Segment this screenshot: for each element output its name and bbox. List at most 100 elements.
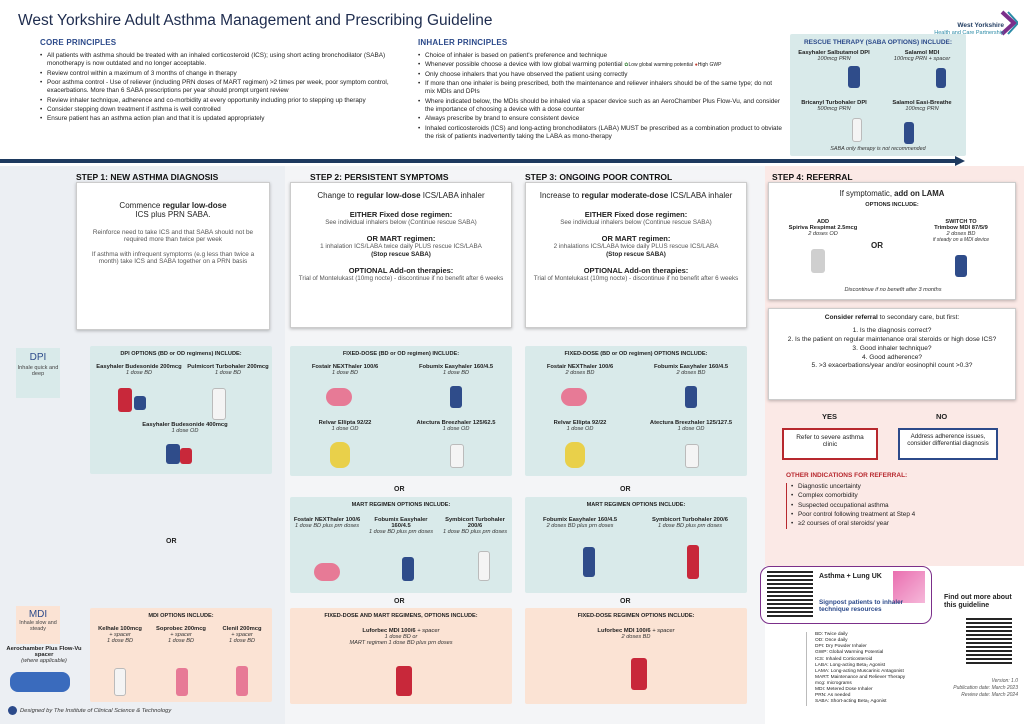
step4-if: If symptomatic, add on LAMA xyxy=(769,189,1015,198)
list-item: Choice of inhaler is based on patient's … xyxy=(418,52,783,61)
or-label: OR xyxy=(166,538,177,545)
page-title: West Yorkshire Adult Asthma Management a… xyxy=(18,12,493,29)
list-item: Ensure patient has an asthma action plan… xyxy=(40,115,405,124)
inhaler-name: Luforbec MDI 100/6 + spacer xyxy=(310,628,492,634)
inhaler-icon xyxy=(904,122,914,144)
logo-line2: Health and Care Partnership xyxy=(934,30,1004,36)
step3-fixed-heading: EITHER Fixed dose regimen: xyxy=(584,210,688,219)
step4-discontinue: Discontinue if no benefit after 3 months xyxy=(844,287,942,293)
other-list: Diagnostic uncertainty Complex comorbidi… xyxy=(786,483,1006,529)
referral-text: to secondary care, but first: xyxy=(879,314,960,321)
inhaler-principles: INHALER PRINCIPLES Choice of inhaler is … xyxy=(418,38,783,142)
glossary-item: ICS: Inhaled Corticosteroid xyxy=(815,656,873,662)
step2-fixed-heading: EITHER Fixed dose regimen: xyxy=(349,210,453,219)
step3-mart-stop: (Stop rescue SABA) xyxy=(606,251,666,258)
glossary: BD: Twice daily OD: Once daily DPI: Dry … xyxy=(806,632,936,706)
qr-code[interactable] xyxy=(966,618,1012,664)
asthma-lung-uk-box[interactable]: Asthma + Lung UK Signpost patients to in… xyxy=(760,566,932,624)
inhaler-name: Relvar Ellipta 92/22 xyxy=(553,420,607,426)
inhaler-dose: 1 dose BD plus prn doses xyxy=(368,529,434,535)
list-item: Where indicated below, the MDIs should b… xyxy=(418,98,783,115)
step2-text: ICS/LABA inhaler xyxy=(422,191,485,200)
glossary-item: GWP: Global Warming Potential xyxy=(815,650,884,656)
rescue-dose: 500mcg PRN xyxy=(817,106,851,112)
inhaler-icon xyxy=(955,255,967,277)
panel-heading: FIXED-DOSE REGIMEN OPTIONS INCLUDE: xyxy=(577,613,695,619)
inhaler-dose: 1 dose BD xyxy=(125,370,153,376)
step4-add-heading: ADD xyxy=(816,219,830,225)
inhaler-dose: 1 dose BD or xyxy=(384,634,418,640)
step3-mart-text: 2 inhalations ICS/LABA twice daily PLUS … xyxy=(553,242,719,250)
inhaler-dose: 2 doses BD plus prn doses xyxy=(546,523,614,529)
high-gwp-label: High GWP xyxy=(697,62,722,69)
inhaler-name: Fostair NEXThaler 100/6 xyxy=(311,364,379,370)
step1-para2: If asthma with infrequent symptoms (e.g … xyxy=(91,251,255,265)
step4-switch-dose: 2 doses BD xyxy=(946,231,976,237)
spacer-icon xyxy=(10,672,70,692)
step1-dpi-panel: DPI OPTIONS (BD or OD regimens) INCLUDE:… xyxy=(90,346,272,474)
referral-q3: 3. Good inhaler technique? xyxy=(852,344,932,352)
inhaler-dose: 1 dose OD xyxy=(331,426,359,432)
version-info: Version: 1.0 Publication date: March 202… xyxy=(938,678,1018,698)
inhaler-name: Fostair NEXThaler 100/6 xyxy=(546,364,614,370)
inhaler-name: Easyhaler Budesonide 200mcg xyxy=(96,364,182,370)
inhaler-icon xyxy=(848,66,860,88)
step3-mart-heading: OR MART regimen: xyxy=(601,233,671,243)
inhaler-dose: MART regimen 1 dose BD plus prn doses xyxy=(349,640,453,646)
step2-intro: Change to regular low-dose ICS/LABA inha… xyxy=(297,191,505,200)
glossary-item: PRN: As needed xyxy=(815,693,851,699)
rescue-name: Salamol Easi-Breathe xyxy=(892,100,952,106)
inhaler-icon xyxy=(565,442,585,468)
inhaler-icon xyxy=(176,668,188,696)
glossary-item: LABA: Long-acting Beta₂ Agonist xyxy=(815,662,886,668)
list-item: All patients with asthma should be treat… xyxy=(40,52,405,69)
list-item: Review control within a maximum of 3 mon… xyxy=(40,70,405,79)
inhaler-dose: 1 dose OD xyxy=(171,428,199,434)
or-label: OR xyxy=(394,486,405,493)
step4-switch-note: if steady on a MDI device xyxy=(932,237,990,243)
core-principles: CORE PRINCIPLES All patients with asthma… xyxy=(40,38,405,125)
step2-mart-heading: OR MART regimen: xyxy=(366,233,436,243)
rescue-dose: 100mcg PRN + spacer xyxy=(893,56,951,62)
inhaler-spacer: + spacer xyxy=(417,628,440,634)
inhaler-icon xyxy=(212,388,226,420)
step2-fixed-panel: FIXED-DOSE (BD or OD regimen) INCLUDE: F… xyxy=(290,346,512,476)
version-line: Publication date: March 2023 xyxy=(953,684,1018,691)
step3-text: ICS/LABA inhaler xyxy=(670,191,733,200)
step-arrow-bar xyxy=(0,156,965,166)
list-item: ≥2 courses of oral steroids/ year xyxy=(791,520,1006,529)
spacer-name: Aerochamber Plus Flow-Vu spacer xyxy=(6,646,82,658)
step1-bold: regular low-dose xyxy=(162,201,227,210)
inhaler-name: Kelhale 100mcg xyxy=(98,626,142,632)
rescue-name: Easyhaler Salbutamol DPI xyxy=(798,50,870,56)
inhaler-dose: 1 dose BD plus prn doses xyxy=(442,529,508,535)
step4-or: OR xyxy=(871,241,883,250)
leaf-icon: ✿ xyxy=(624,62,629,69)
inhaler-name: Pulmicort Turbohaler 200mcg xyxy=(187,364,269,370)
inhaler-name: Easyhaler Budesonide 400mcg xyxy=(142,422,228,428)
step3-addon-text: Trial of Montelukast (10mg nocte) - disc… xyxy=(533,274,739,282)
step4-switch-name: Trimbow MDI 87/5/9 xyxy=(934,225,988,231)
inhaler-name: Atectura Breezhaler 125/62.5 xyxy=(416,420,496,426)
mdi-label: MDI xyxy=(28,609,48,620)
step2-mart-text: 1 inhalation ICS/LABA twice daily PLUS r… xyxy=(320,242,482,250)
inhaler-dose: 1 dose OD xyxy=(566,426,594,432)
spacer-note: (where applicable) xyxy=(21,658,67,664)
qr-code[interactable] xyxy=(767,571,813,617)
step3-fixed-panel: FIXED-DOSE (BD or OD regimen) OPTIONS IN… xyxy=(525,346,747,476)
step3-addon-heading: OPTIONAL Add-on therapies: xyxy=(583,265,689,275)
yes-label: YES xyxy=(822,412,838,421)
glossary-item: DPI: Dry Powder Inhaler xyxy=(815,644,867,650)
referral-q5: 5. >3 exacerbations/year and/or eosinoph… xyxy=(811,362,973,370)
inhaler-dose: 2 doses BD xyxy=(621,634,651,640)
step1-heading: STEP 1: NEW ASTHMA DIAGNOSIS xyxy=(76,172,219,182)
step2-mdi-panel: FIXED-DOSE AND MART REGIMENS, OPTIONS IN… xyxy=(290,608,512,704)
inhaler-dose: 1 dose BD plus prn doses xyxy=(657,523,723,529)
glossary-item: MDI: Metered Dose Inhaler xyxy=(815,687,873,693)
alk-logo-icon xyxy=(893,571,925,603)
rescue-heading: RESCUE THERAPY (SABA OPTIONS) INCLUDE: xyxy=(803,39,953,46)
step3-heading: STEP 3: ONGOING POOR CONTROL xyxy=(525,172,673,182)
core-list: All patients with asthma should be treat… xyxy=(40,52,405,124)
inhaler-icon xyxy=(166,444,180,464)
rescue-dose: 100mcg PRN xyxy=(905,106,939,112)
